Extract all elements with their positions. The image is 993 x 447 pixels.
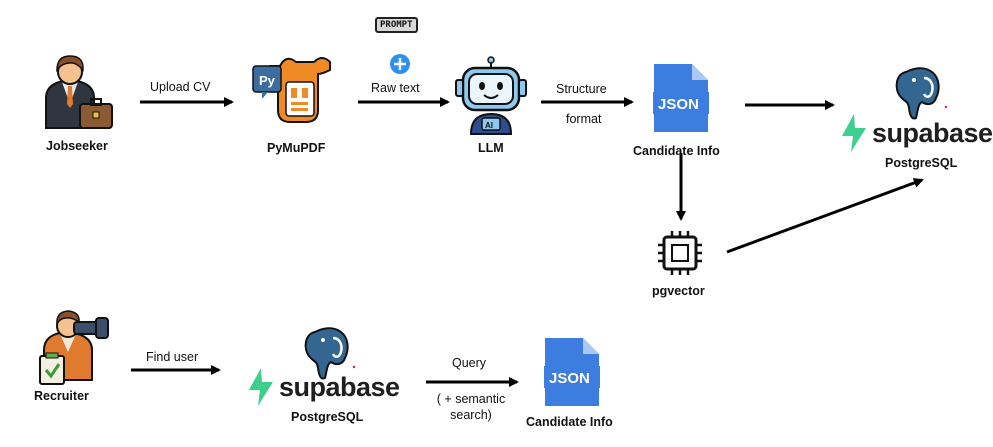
node-label-llm: LLM [478, 141, 504, 155]
ai-chip-text: AI [485, 121, 493, 130]
node-label-jobseeker: Jobseeker [46, 139, 108, 153]
chip-icon [658, 231, 702, 275]
llm-robot-icon: AI [455, 56, 527, 135]
json-doc-label: JSON [549, 370, 590, 387]
arrow-pgvector-to-postgres [726, 178, 924, 254]
supabase-bolt-icon [842, 114, 866, 152]
edge-label-semantic: ( + semantic [436, 392, 506, 406]
node-label-postgresql: PostgreSQL [291, 410, 364, 424]
node-label-candidate-info: Candidate Info [526, 415, 613, 429]
json-doc-label: JSON [658, 96, 699, 113]
supabase-bolt-icon [249, 368, 273, 406]
node-label-postgresql: PostgreSQL [885, 156, 958, 170]
pymupdf-icon: Py [252, 57, 331, 123]
node-label-pgvector: pgvector [652, 284, 705, 298]
edge-label-upload-cv: Upload CV [150, 80, 211, 94]
jobseeker-icon [45, 55, 113, 129]
edge-label-query: Query [452, 356, 487, 370]
node-label-pymupdf: PyMuPDF [267, 141, 326, 155]
edge-label-search: search) [450, 408, 492, 422]
py-logo-text: Py [259, 73, 276, 88]
edge-label-raw-text: Raw text [371, 81, 420, 95]
prompt-badge: PROMPT [375, 17, 418, 33]
json-doc-icon: JSON [653, 64, 709, 132]
supabase-logo-bottom: supabase [249, 368, 400, 406]
supabase-wordmark: supabase [279, 371, 400, 402]
add-prompt-icon [390, 54, 410, 74]
edge-label-structure: Structure [556, 82, 607, 96]
supabase-wordmark: supabase [872, 117, 993, 148]
postgres-elephant-icon [895, 66, 940, 120]
supabase-logo-top: supabase [842, 114, 993, 152]
node-label-recruiter: Recruiter [34, 389, 89, 403]
recruiter-icon [39, 310, 109, 385]
edge-label-format: format [566, 112, 602, 126]
node-label-candidate-info: Candidate Info [633, 144, 720, 158]
edge-label-find-user: Find user [146, 350, 199, 364]
json-doc-icon: JSON [544, 338, 600, 406]
